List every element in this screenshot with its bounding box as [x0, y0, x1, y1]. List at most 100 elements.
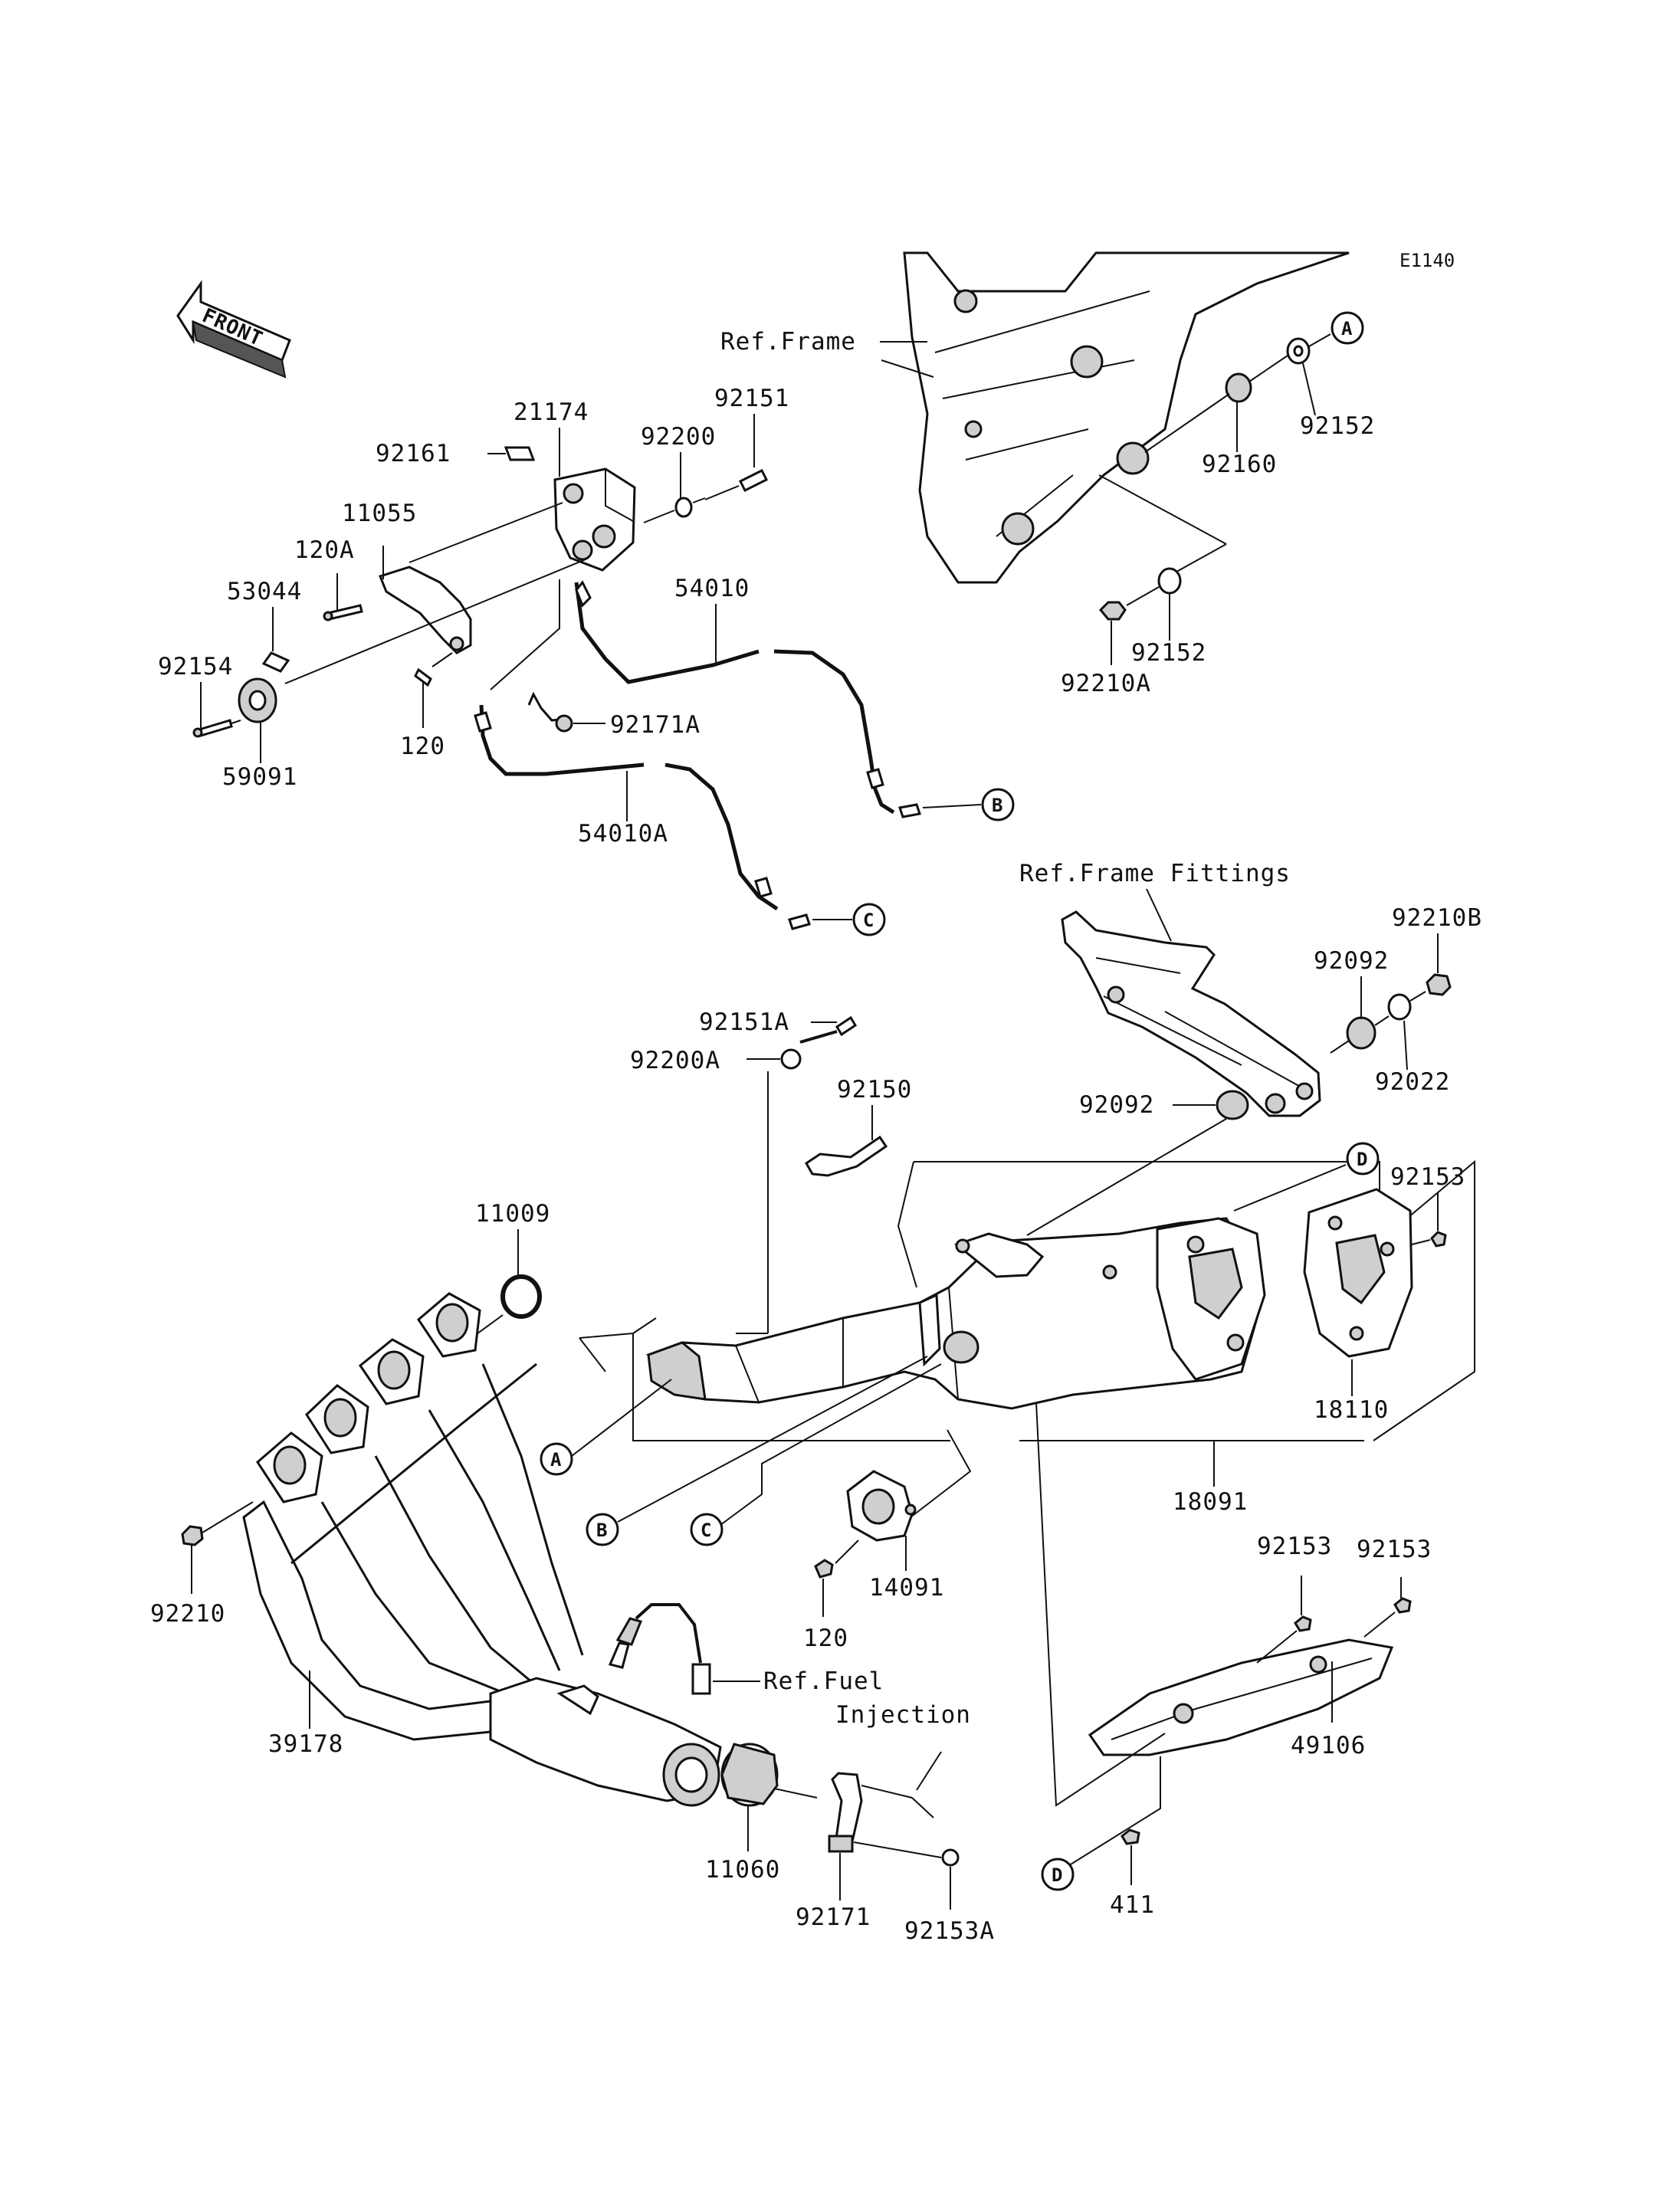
- servo-motor-21174: [553, 467, 636, 572]
- part-49106: 49106: [1291, 1732, 1366, 1759]
- callout-a-top: A: [1331, 311, 1364, 345]
- part-92154: 92154: [158, 653, 233, 680]
- cover-14091: [846, 1470, 917, 1542]
- clamp-92171: [828, 1772, 863, 1853]
- screw-92153-top: [1430, 1231, 1447, 1248]
- part-411: 411: [1110, 1891, 1155, 1919]
- bolt-92151A: [799, 1015, 858, 1044]
- part-18110: 18110: [1314, 1396, 1389, 1424]
- nut-92210A: [1098, 601, 1127, 621]
- ref-frame-fittings-label: Ref.Frame Fittings: [1019, 860, 1291, 887]
- part-120A: 120A: [294, 536, 355, 564]
- svg-text:A: A: [550, 1449, 562, 1471]
- part-92200: 92200: [641, 423, 716, 451]
- bolt-120-top: [414, 667, 432, 687]
- nut-92210B: [1426, 973, 1452, 996]
- callout-b-bottom: B: [586, 1513, 619, 1546]
- part-11060: 11060: [705, 1856, 780, 1884]
- screw-92153-right: [1393, 1597, 1412, 1614]
- heat-guard-49106: [1088, 1638, 1394, 1756]
- part-92160: 92160: [1202, 451, 1277, 478]
- bolt-92154: [192, 719, 233, 738]
- gasket-11009: [500, 1274, 542, 1319]
- callout-b-top: B: [981, 788, 1015, 821]
- nut-92210: [181, 1525, 204, 1546]
- washer-92200A: [780, 1048, 802, 1070]
- pulley-59091: [238, 677, 277, 723]
- part-54010: 54010: [674, 575, 750, 602]
- callout-c-top: C: [852, 903, 886, 936]
- part-92152-bottom: 92152: [1131, 639, 1206, 667]
- part-92092-top: 92092: [1314, 947, 1389, 975]
- part-18091: 18091: [1173, 1488, 1248, 1516]
- bolt-92150: [805, 1135, 888, 1177]
- part-92153-right: 92153: [1357, 1536, 1432, 1563]
- callout-c-bottom: C: [690, 1513, 724, 1546]
- part-92210B: 92210B: [1392, 904, 1482, 932]
- part-120-top: 120: [400, 733, 445, 760]
- grommet-92092-bottom: [1216, 1090, 1249, 1120]
- callout-d-top: D: [1346, 1142, 1380, 1176]
- part-92022: 92022: [1375, 1068, 1450, 1096]
- part-39178: 39178: [268, 1730, 343, 1758]
- part-92153A: 92153A: [904, 1917, 995, 1945]
- washer-92152-top: [1286, 337, 1311, 365]
- svg-text:D: D: [1052, 1864, 1062, 1886]
- part-92161: 92161: [376, 440, 451, 467]
- screw-92153-left: [1294, 1615, 1312, 1632]
- part-92171: 92171: [796, 1904, 871, 1931]
- part-53044: 53044: [227, 578, 302, 605]
- svg-text:A: A: [1341, 318, 1353, 339]
- washer-92022: [1387, 993, 1412, 1021]
- ref-frame-label: Ref.Frame: [720, 328, 856, 356]
- svg-text:B: B: [992, 795, 1002, 816]
- svg-text:D: D: [1357, 1149, 1367, 1170]
- part-92092-bottom: 92092: [1079, 1091, 1154, 1119]
- cable-54010A: [474, 704, 811, 930]
- exhaust-header-39178: [242, 1292, 722, 1807]
- part-92210A: 92210A: [1061, 670, 1151, 697]
- part-92153-left: 92153: [1257, 1533, 1332, 1560]
- end-cap-18110: [1303, 1188, 1413, 1358]
- part-14091: 14091: [869, 1574, 944, 1602]
- part-59091: 59091: [222, 763, 297, 791]
- svg-text:C: C: [863, 910, 874, 931]
- bolt-92153A: [941, 1848, 960, 1867]
- part-11009: 11009: [475, 1200, 550, 1228]
- pad-53044: [261, 651, 290, 673]
- ref-injection-label: Injection: [835, 1701, 971, 1729]
- part-92150: 92150: [837, 1076, 912, 1103]
- washer-92152-bottom: [1157, 567, 1182, 595]
- part-120-mid: 120: [803, 1625, 848, 1652]
- bushing-92160: [1225, 372, 1252, 403]
- callout-a-bottom: A: [540, 1442, 573, 1476]
- bracket-11055: [379, 566, 472, 654]
- o2-sensor: [608, 1603, 711, 1695]
- bolt-120A: [323, 604, 363, 621]
- part-21174: 21174: [514, 398, 589, 426]
- part-92200A: 92200A: [630, 1047, 720, 1074]
- washer-92200: [674, 497, 693, 518]
- frame-drawing: [881, 251, 1350, 584]
- svg-text:C: C: [701, 1520, 711, 1541]
- part-11055: 11055: [342, 500, 417, 527]
- part-92171A: 92171A: [610, 711, 701, 739]
- bolt-120-mid: [814, 1559, 834, 1579]
- collar-11060: [720, 1743, 779, 1807]
- part-92151: 92151: [714, 385, 789, 412]
- part-54010A: 54010A: [578, 820, 668, 848]
- grommet-92092-top: [1346, 1016, 1376, 1050]
- frame-fittings-bracket: [1061, 910, 1321, 1117]
- part-92151A: 92151A: [699, 1008, 789, 1036]
- callout-d-bottom: D: [1041, 1858, 1075, 1891]
- cable-54010: [574, 580, 921, 818]
- diagram-code: E1140: [1399, 250, 1455, 271]
- muffler-18091: [645, 1217, 1266, 1410]
- clip-92171A: [527, 691, 573, 733]
- part-92210: 92210: [150, 1600, 225, 1628]
- bolt-92151: [704, 468, 769, 500]
- part-92153-top: 92153: [1390, 1163, 1465, 1191]
- part-92152-top: 92152: [1300, 412, 1375, 440]
- nut-411: [1121, 1828, 1140, 1845]
